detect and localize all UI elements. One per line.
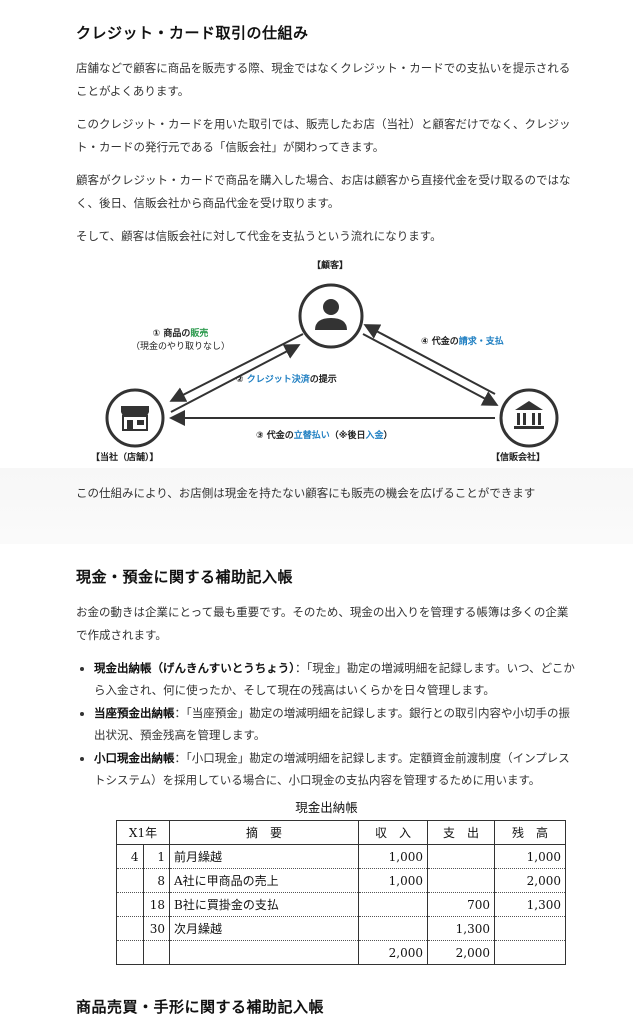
arrow-credit [170,344,301,413]
table-row: 8 A社に甲商品の売上 1,000 2,000 [116,868,566,893]
cell-balance: 1,000 [494,844,566,869]
cell-balance [494,940,566,965]
col-balance: 残 高 [494,820,566,845]
step2-suffix: の提示 [309,375,337,385]
step3-label: ③ 代金の立替払い（※後日入金） [256,428,393,441]
cell-month [116,892,144,917]
item-desc: ：「現金」勘定の増減明細を記録します。いつ、どこから入金され、何に使ったか、そし… [94,661,575,697]
section-credit-card: クレジット・カード取引の仕組み 店舗などで顧客に商品を販売する際、現金ではなくク… [0,0,633,500]
book-list: 現金出納帳（げんきんすいとうちょう）：「現金」勘定の増減明細を記録します。いつ、… [76,657,577,791]
bank-icon [499,388,559,448]
step1-highlight: 販売 [190,329,209,339]
paragraph: お金の動きは企業にとって最も重要です。そのため、現金の出入りを管理する帳簿は多く… [76,605,569,642]
ledger-caption: 現金出納帳 [295,800,358,815]
arrow-payment [363,324,496,395]
cell-month [116,916,144,941]
step3-highlight2: 入金 [365,431,384,441]
cell-month [116,868,144,893]
step2-highlight: クレジット決済 [246,375,310,385]
step4-label: ④ 代金の請求・支払 [421,334,504,347]
cell-month [116,940,144,965]
step2-label: ② クレジット決済の提示 [236,372,337,385]
cell-month: 4 [116,844,144,869]
cell-expense: 1,300 [427,916,495,941]
store-icon [105,388,165,448]
cell-desc [169,940,359,965]
cell-expense: 700 [427,892,495,917]
diagram-graphics [105,283,559,448]
list-item: 当座預金出納帳：「当座預金」勘定の増減明細を記録します。銀行との取引内容や小切手… [94,702,577,746]
cell-day: 30 [142,916,170,941]
cell-balance [494,916,566,941]
list-item: 現金出納帳（げんきんすいとうちょう）：「現金」勘定の増減明細を記録します。いつ、… [94,657,577,701]
cell-income [358,892,428,917]
item-desc: ：「当座預金」勘定の増減明細を記録します。銀行との取引内容や小切手の振出状況、預… [94,706,570,742]
step1-sub: （現金のやり取りなし） [131,342,231,352]
paragraph: そして、顧客は信販会社に対して代金を支払うという流れになります。 [76,229,442,243]
cell-income: 1,000 [358,868,428,893]
cell-desc: 前月繰越 [169,844,359,869]
paragraph: 店舗などで顧客に商品を販売する際、現金ではなくクレジット・カードでの支払いを提示… [76,61,571,98]
cell-income: 1,000 [358,844,428,869]
section-title: クレジット・カード取引の仕組み [76,24,309,42]
paragraph: このクレジット・カードを用いた取引では、販売したお店（当社）と顧客だけでなく、ク… [76,117,571,154]
table-row: 4 1 前月繰越 1,000 1,000 [116,844,566,869]
customer-label: 【顧客】 [312,261,349,271]
cell-desc: B社に買掛金の支払 [169,892,359,917]
company-label: 【信販会社】 [491,453,546,463]
col-date: X1年 [116,820,170,845]
cell-desc: 次月繰越 [169,916,359,941]
cell-day: 1 [142,844,170,869]
store-label: 【当社（店舗）】 [91,453,159,463]
arrow-billing [362,333,499,406]
cell-expense [427,844,495,869]
list-item: 小口現金出納帳：「小口現金」勘定の増減明細を記録します。定額資金前渡制度（インプ… [94,747,577,791]
table-row-total: 2,000 2,000 [116,940,566,965]
cell-income [358,916,428,941]
cell-expense [427,868,495,893]
col-expense: 支 出 [427,820,495,845]
table-row: 30 次月繰越 1,300 [116,916,566,941]
paragraph: 顧客がクレジット・カードで商品を購入した場合、お店は顧客から直接代金を受け取るの… [76,173,571,210]
cell-day: 8 [142,868,170,893]
step3-middle: （※後日 [329,431,366,441]
cell-day: 18 [142,892,170,917]
ledger-header-row: X1年 摘 要 収 入 支 出 残 高 [116,820,566,845]
cash-ledger-table: X1年 摘 要 収 入 支 出 残 高 4 1 前月繰越 1,000 1,000… [116,820,566,965]
customer-icon [298,283,364,349]
section-divider [0,468,633,544]
section-title-next: 商品売買・手形に関する補助記入帳 [76,998,325,1016]
col-income: 収 入 [358,820,428,845]
section-title: 現金・預金に関する補助記入帳 [76,568,294,586]
item-term: 当座預金出納帳 [94,706,175,720]
cell-desc: A社に甲商品の売上 [169,868,359,893]
step3-prefix: ③ 代金の [256,431,294,441]
step2-prefix: ② [236,375,247,385]
table-row: 18 B社に買掛金の支払 700 1,300 [116,892,566,917]
cell-balance: 2,000 [494,868,566,893]
credit-flow-diagram: 【顧客】 【当社（店舗）】 【信販会社】 ① 商品の販売 （現金のやり取りなし）… [71,258,591,483]
cell-income: 2,000 [358,940,428,965]
item-desc: ：「小口現金」勘定の増減明細を記録します。定額資金前渡制度（インプレストシステム… [94,751,570,787]
arrow-sale [169,333,304,402]
step3-highlight: 立替払い [293,431,330,441]
cell-expense: 2,000 [427,940,495,965]
cell-balance: 1,300 [494,892,566,917]
step4-highlight: 請求・支払 [458,337,504,347]
step1-prefix: ① 商品の [152,329,191,339]
step3-suffix: ） [383,431,393,441]
diagram-conclusion: この仕組みにより、お店側は現金を持たない顧客にも販売の機会を広げることができます [76,486,536,500]
item-term: 小口現金出納帳 [94,751,175,765]
item-term: 現金出納帳（げんきんすいとうちょう） [94,661,296,675]
section-cash-books: 現金・預金に関する補助記入帳 お金の動きは企業にとって最も重要です。そのため、現… [0,544,633,965]
step4-prefix: ④ 代金の [421,337,459,347]
cell-day [142,940,170,965]
col-desc: 摘 要 [169,820,359,845]
step1-label: ① 商品の販売 （現金のやり取りなし） [131,326,230,352]
